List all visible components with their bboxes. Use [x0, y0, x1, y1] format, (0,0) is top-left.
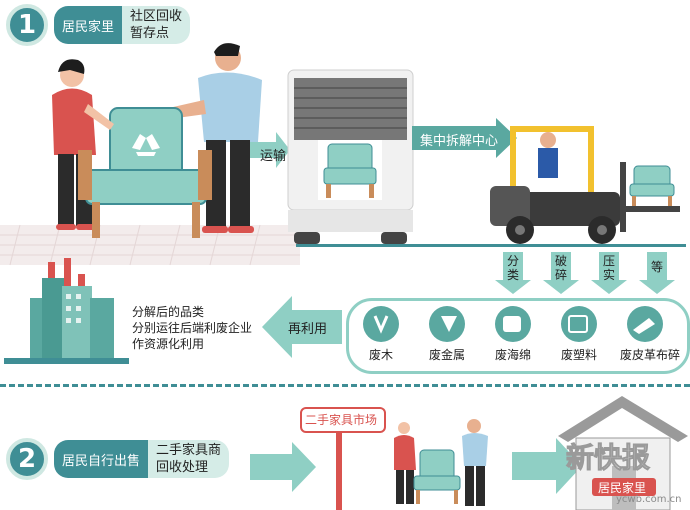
- forklift-illustration: [490, 126, 680, 244]
- plastic-icon: [561, 306, 597, 342]
- step2-tag: 居民自行出售: [54, 440, 149, 478]
- category-label-wood: 废木: [368, 348, 393, 362]
- step2-pill: 居民自行出售 二手家具商 回收处理: [54, 440, 230, 478]
- step2-box-line2: 回收处理: [156, 460, 209, 475]
- market-sign-text: 二手家具市场: [305, 413, 378, 427]
- step1-pill: 居民家里 社区回收 暂存点: [54, 6, 191, 44]
- category-label-leather: 废皮革布碎: [619, 348, 680, 362]
- wood-icon: [363, 306, 399, 342]
- market-scene-illustration: [394, 419, 488, 506]
- watermark-title: 新快报: [565, 441, 651, 475]
- category-label-sponge: 废海绵: [494, 348, 531, 362]
- category-label-metal: 废金属: [428, 348, 465, 362]
- step2-number: 2: [6, 438, 48, 480]
- process-arrows: [495, 252, 675, 294]
- transport-arrow: [250, 132, 290, 168]
- category-icon-glyphs: [373, 315, 655, 334]
- step2-box-line1: 二手家具商: [156, 443, 222, 458]
- factory-text-line3: 作资源化利用: [132, 337, 205, 351]
- reuse-arrow: [262, 296, 342, 358]
- factory-illustration: [4, 258, 129, 364]
- factory-text-line2: 分别运往后端利废企业: [132, 321, 253, 335]
- factory-text-line1: 分解后的品类: [132, 305, 205, 319]
- process-compact: 压实: [602, 254, 615, 282]
- house-label-bar: [592, 478, 656, 496]
- step2-arrow-2: [512, 438, 582, 494]
- category-label-plastic: 废塑料: [560, 348, 597, 362]
- house-label: 居民家里: [598, 481, 647, 495]
- reuse-label: 再利用: [288, 322, 328, 337]
- step1-baseline: [296, 244, 686, 247]
- transport-label: 运输: [260, 149, 287, 164]
- step1-box-line1: 社区回收: [130, 9, 183, 24]
- watermark-url: ycwb.com.cn: [616, 494, 682, 505]
- process-crush: 破碎: [554, 254, 567, 282]
- step2-box: 二手家具商 回收处理: [148, 440, 230, 478]
- center-label: 集中拆解中心: [420, 134, 499, 149]
- step1-number: 1: [6, 4, 48, 46]
- step1-box-line2: 暂存点: [130, 26, 170, 41]
- market-sign-board: [300, 407, 386, 433]
- step1-box: 社区回收 暂存点: [122, 6, 191, 44]
- step1-tag: 居民家里: [54, 6, 123, 44]
- step2-arrow-1: [250, 442, 316, 492]
- market-sign-post: [336, 431, 342, 510]
- truck-illustration: [287, 69, 414, 244]
- process-etc: 等: [650, 260, 663, 274]
- center-arrow: [412, 118, 517, 158]
- section-divider: [0, 384, 690, 387]
- process-classify: 分类: [506, 254, 519, 282]
- home-scene-illustration: [0, 43, 300, 266]
